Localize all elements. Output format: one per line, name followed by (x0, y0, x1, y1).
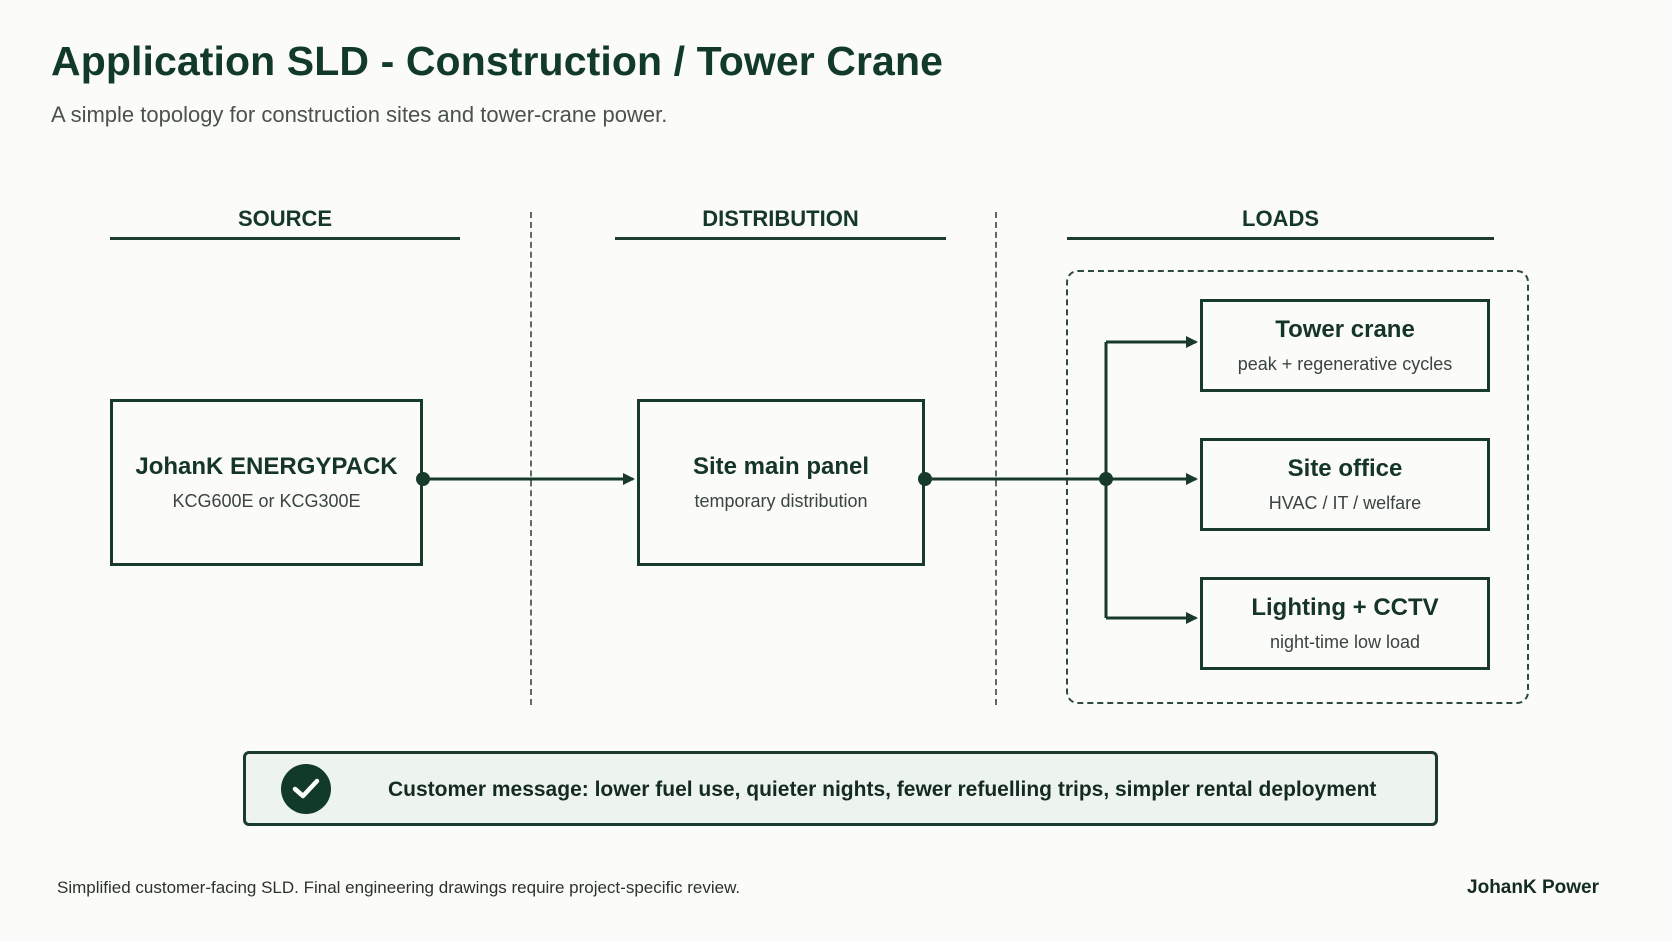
column-header-distribution: DISTRIBUTION (702, 206, 859, 231)
node-source-sub: KCG600E or KCG300E (172, 491, 361, 511)
column-rule-loads (1067, 237, 1494, 240)
loads-group (1066, 270, 1529, 704)
page-title: Application SLD - Construction / Tower C… (51, 38, 944, 84)
junction-dot-source (416, 472, 430, 486)
node-source-title: JohanK ENERGYPACK (135, 453, 398, 480)
node-tower-crane-sub: peak + regenerative cycles (1237, 354, 1453, 374)
footer-brand: JohanK Power (1467, 877, 1599, 898)
node-site-office[interactable]: Site office HVAC / IT / welfare (1200, 438, 1490, 531)
node-lighting-title: Lighting + CCTV (1251, 594, 1439, 621)
check-icon (281, 764, 331, 814)
node-tower-crane[interactable]: Tower crane peak + regenerative cycles (1200, 299, 1490, 392)
node-source[interactable]: JohanK ENERGYPACK KCG600E or KCG300E (110, 399, 423, 566)
customer-message-box: Customer message: lower fuel use, quiete… (243, 751, 1438, 826)
junction-dot-bus (1099, 472, 1113, 486)
junction-dot-panel (918, 472, 932, 486)
node-tower-crane-title: Tower crane (1275, 316, 1415, 343)
customer-message-text: Customer message: lower fuel use, quiete… (388, 778, 1377, 801)
column-header-loads: LOADS (1242, 206, 1319, 231)
footer-note: Simplified customer-facing SLD. Final en… (57, 878, 741, 897)
node-site-office-sub: HVAC / IT / welfare (1268, 493, 1422, 513)
column-rule-source (110, 237, 460, 240)
column-rule-distribution (615, 237, 946, 240)
node-panel-title: Site main panel (692, 453, 870, 480)
column-separator-2 (995, 212, 997, 705)
node-panel-sub: temporary distribution (694, 491, 868, 511)
column-separator-1 (530, 212, 532, 705)
column-header-source: SOURCE (237, 206, 333, 231)
node-lighting-cctv[interactable]: Lighting + CCTV night-time low load (1200, 577, 1490, 670)
node-site-office-title: Site office (1287, 455, 1403, 482)
page-subtitle: A simple topology for construction sites… (51, 102, 668, 127)
node-lighting-sub: night-time low load (1269, 632, 1421, 652)
